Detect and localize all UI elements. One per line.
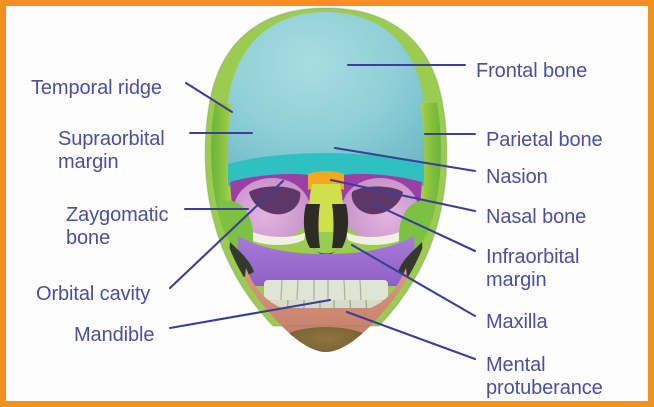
skull-outline-shade (204, 7, 448, 327)
mental-protuberance-region (278, 327, 374, 352)
skull-diagram (168, 7, 477, 361)
label-parietal-bone: Parietal bone (486, 129, 603, 151)
leader-line-infraorbital-margin (372, 202, 477, 253)
infraorbital-margin-left (242, 228, 306, 245)
label-zaygomatic-bone: Zaygomatic bone (66, 204, 169, 249)
maxilla-region (237, 236, 415, 286)
temporal-ridge-right (398, 102, 441, 278)
coronal-suture-band (228, 153, 424, 186)
leader-line-orbital-cavity (168, 179, 285, 290)
label-supraorbital-margin: Supraorbital margin (58, 128, 165, 173)
label-infraorbital-margin: Infraorbital margin (486, 246, 580, 291)
orbital-cavity-left-deep (249, 186, 301, 215)
leader-line-nasion (333, 146, 477, 173)
label-temporal-ridge: Temporal ridge (31, 77, 162, 99)
leader-lines (168, 63, 477, 361)
upper-teeth-gaps (280, 279, 362, 301)
leader-line-maxilla (350, 243, 477, 318)
label-nasion: Nasion (486, 166, 548, 188)
upper-teeth (264, 280, 388, 300)
label-mandible: Mandible (74, 324, 155, 346)
nasal-spine (312, 246, 340, 255)
label-nasal-bone: Nasal bone (486, 206, 587, 228)
label-maxilla: Maxilla (486, 311, 548, 333)
leader-line-nasal-bone (329, 178, 477, 213)
leader-line-mandible (168, 298, 332, 330)
temporal-ridge-left (211, 102, 254, 278)
frontal-bone-region (224, 12, 428, 184)
infraorbital-margin-right (346, 228, 410, 245)
label-frontal-bone: Frontal bone (476, 60, 588, 82)
label-mental-protuberance: Mental protuberance (486, 354, 603, 399)
leader-line-temporal-ridge (184, 81, 234, 114)
temporal-fossa-right (398, 242, 423, 278)
leader-line-mental-protuberance (345, 310, 477, 361)
label-orbital-cavity: Orbital cavity (36, 283, 151, 305)
temporal-fossa-left (229, 242, 254, 278)
skull-illustration (204, 7, 448, 352)
nasal-aperture-region (303, 204, 320, 248)
nasal-aperture-region-right (332, 204, 349, 248)
